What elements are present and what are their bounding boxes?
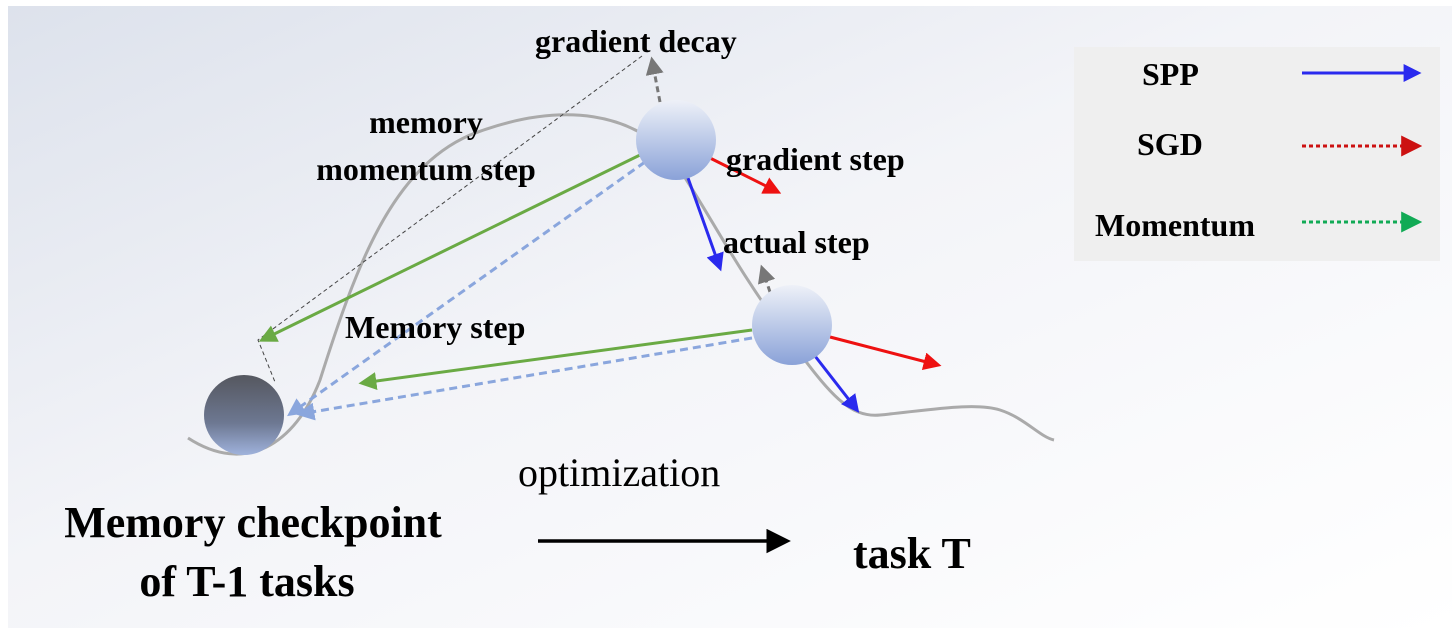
label-gradient-step: gradient step [726, 141, 905, 177]
memory-step-arrow-2 [358, 328, 753, 390]
legend-label-spp: SPP [1142, 56, 1199, 92]
label-task: task T [853, 529, 971, 578]
guide-dashed-line [257, 55, 643, 383]
label-optimization: optimization [518, 450, 720, 495]
memory-dashed-arrow-2 [296, 336, 753, 421]
legend: SPP SGD Momentum [1074, 47, 1440, 261]
gradient-step-arrow-1 [709, 156, 782, 194]
memory-dashed-arrow-1 [287, 160, 646, 417]
actual-step-arrow-1 [686, 177, 724, 272]
label-memory-momentum-line2: momentum step [316, 151, 536, 187]
memory-checkpoint-ball [204, 375, 284, 455]
label-checkpoint-line1: Memory checkpoint [64, 498, 442, 547]
legend-label-sgd: SGD [1137, 126, 1203, 162]
legend-label-momentum: Momentum [1095, 207, 1255, 243]
label-checkpoint-line2: of T-1 tasks [139, 557, 354, 606]
actual-step-arrow-2 [813, 355, 860, 413]
gradient-decay-arrow-2 [758, 264, 776, 293]
label-actual-step: actual step [723, 224, 870, 260]
gradient-step-arrow-2 [829, 335, 942, 371]
gradient-decay-arrow-1 [645, 56, 664, 103]
legend-box [1074, 47, 1440, 261]
current-ball-1 [636, 100, 716, 180]
label-memory-step: Memory step [345, 309, 525, 345]
label-memory-momentum-line1: memory [369, 104, 483, 140]
current-ball-2 [752, 285, 832, 365]
memory-momentum-arrow-1 [258, 153, 641, 342]
label-gradient-decay: gradient decay [535, 23, 737, 59]
